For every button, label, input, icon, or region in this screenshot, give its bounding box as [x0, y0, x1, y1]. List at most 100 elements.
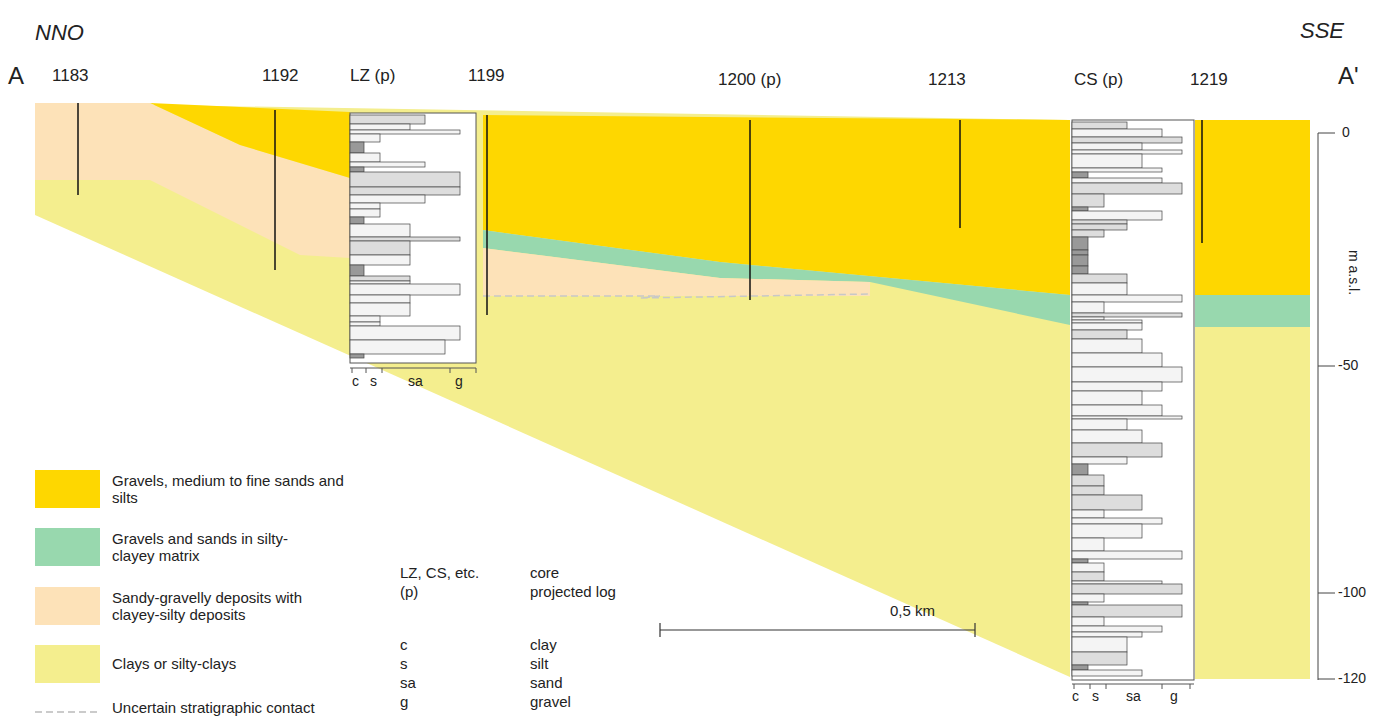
log-layer — [350, 130, 460, 134]
log-layer — [350, 142, 364, 153]
label: sa — [1126, 688, 1141, 704]
log-layer — [350, 326, 460, 340]
log-layer — [350, 241, 410, 255]
log-layer — [1072, 330, 1127, 339]
gravel-unit — [150, 103, 350, 178]
log-layer — [1072, 475, 1104, 486]
log-layer — [350, 284, 460, 295]
log-layer — [1072, 391, 1142, 405]
log-layer — [1072, 317, 1104, 320]
log-layer — [1072, 416, 1182, 419]
log-layer — [1072, 154, 1142, 168]
legend-line-sample — [35, 711, 100, 713]
log-layer — [1072, 168, 1162, 172]
gravel-unit — [1195, 120, 1310, 295]
uncertain-contact — [483, 294, 870, 298]
log-layer — [1072, 572, 1104, 581]
matrix-gravel-unit — [1195, 295, 1310, 327]
log-layer — [1072, 302, 1104, 313]
log-layer — [1072, 178, 1162, 183]
log-layer — [1072, 670, 1142, 676]
log-layer — [1072, 274, 1127, 283]
log-layer — [1072, 382, 1162, 391]
log-layer — [1072, 495, 1142, 510]
label: sa — [400, 674, 416, 691]
log-layer — [350, 124, 410, 130]
label: -50 — [1338, 357, 1358, 373]
log-layer — [1072, 457, 1127, 464]
label: 1219 — [1190, 70, 1228, 90]
clay-unit — [35, 103, 1070, 677]
log-layer — [1072, 224, 1127, 230]
legend-text: Uncertain stratigraphic contact — [112, 699, 412, 716]
log-layer — [1072, 602, 1088, 605]
log-layers — [350, 115, 1182, 676]
log-layer — [350, 203, 380, 209]
log-layer — [1072, 430, 1142, 443]
log-layer — [1072, 266, 1088, 274]
log-layer — [350, 167, 364, 172]
label: -100 — [1338, 584, 1366, 600]
log-layer — [1072, 617, 1104, 626]
label: s — [1092, 688, 1099, 704]
core-log — [1072, 120, 1194, 680]
label: core — [530, 564, 559, 581]
log-layer — [1072, 339, 1142, 353]
label: sa — [408, 373, 423, 389]
legend-swatch — [35, 470, 100, 508]
log-layer — [1072, 538, 1104, 551]
log-layer — [1072, 405, 1162, 416]
label: projected log — [530, 583, 616, 600]
label: silt — [530, 655, 548, 672]
log-layer — [1072, 250, 1088, 255]
log-layer — [1072, 283, 1127, 295]
log-layer — [1072, 320, 1142, 323]
log-layer — [1072, 295, 1182, 302]
log-layer — [1072, 626, 1162, 632]
label: gravel — [530, 693, 571, 710]
log-layer — [1072, 464, 1088, 475]
log-layer — [350, 265, 364, 276]
label: clay — [530, 636, 557, 653]
label: 0 — [1342, 124, 1350, 140]
log-layer — [1072, 563, 1104, 572]
label: 0,5 km — [890, 602, 935, 619]
log-layer — [1072, 518, 1162, 524]
legend-text: Clays or silty-clays — [112, 655, 352, 672]
log-layer — [1072, 443, 1162, 457]
log-layer — [1072, 220, 1127, 224]
log-layer — [350, 217, 364, 224]
label: A — [8, 62, 24, 90]
label: s — [400, 655, 408, 672]
label: g — [400, 693, 408, 710]
label: c — [352, 373, 359, 389]
log-layer — [1072, 652, 1127, 665]
legend-text: Sandy-gravelly deposits with clayey-silt… — [112, 589, 352, 624]
log-layer — [350, 153, 380, 162]
log-layer — [350, 276, 410, 281]
log-layer — [350, 187, 460, 195]
log-layer — [350, 340, 445, 354]
legend-swatch — [35, 587, 100, 625]
log-layer — [350, 172, 460, 187]
legend-text: Gravels, medium to fine sands and silts — [112, 472, 352, 507]
label: g — [455, 373, 463, 389]
log-layer — [350, 322, 380, 326]
label: g — [1170, 688, 1178, 704]
log-layer — [1072, 510, 1104, 518]
label: LZ, CS, etc. — [400, 564, 479, 581]
label: c — [400, 636, 408, 653]
scale-bar — [660, 623, 975, 637]
label: c — [1072, 688, 1079, 704]
depth-axis — [1318, 133, 1335, 680]
log-layer — [350, 255, 410, 265]
log-layer — [1072, 255, 1088, 266]
clay-unit — [1195, 327, 1310, 679]
log-layer — [1072, 559, 1088, 563]
log-layer — [1072, 237, 1088, 250]
log-layer — [350, 115, 425, 124]
log-layer — [1072, 486, 1104, 495]
log-layer — [1072, 594, 1104, 602]
log-layer — [1072, 207, 1088, 211]
log-layer — [1072, 183, 1182, 194]
